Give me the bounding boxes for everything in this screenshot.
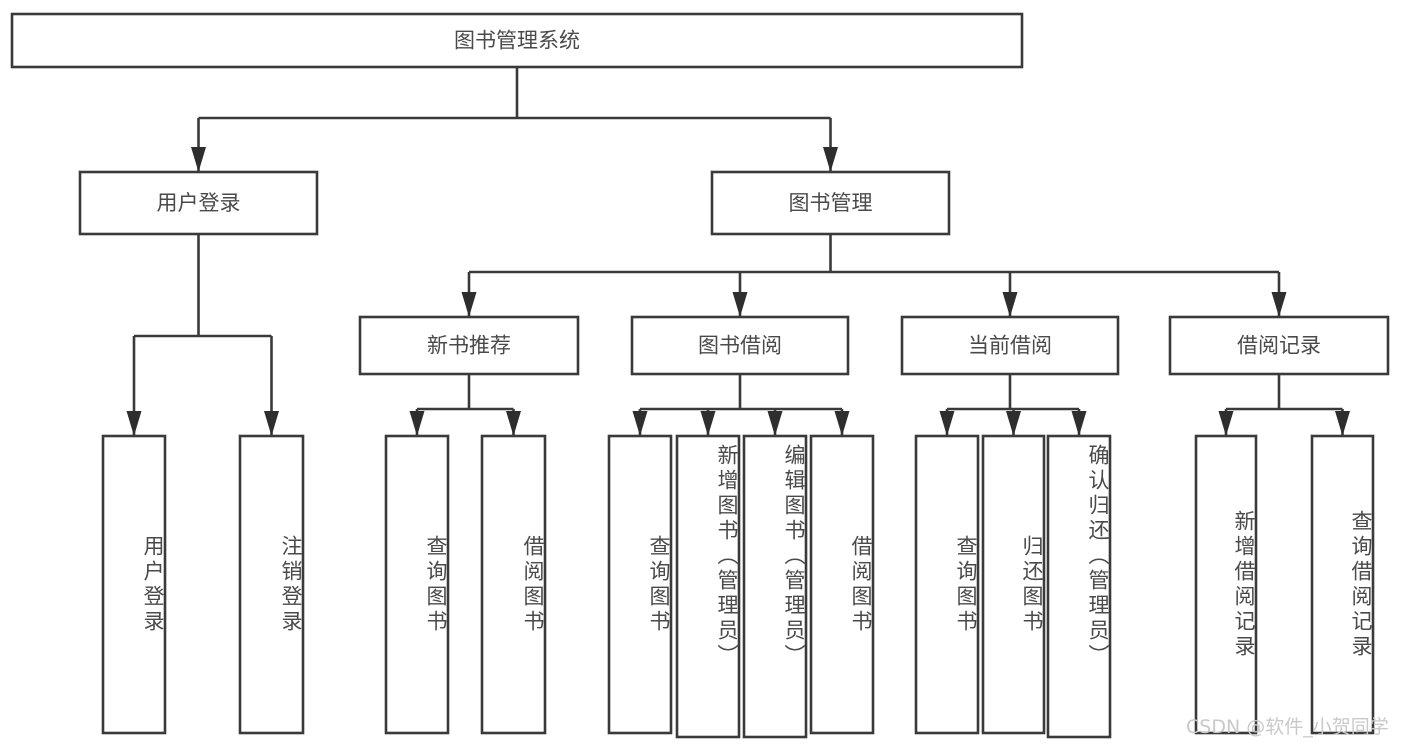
node-借阅记录-l2-1-3-label: 借阅记录 — [1237, 334, 1321, 358]
node-新书推荐-l2-1-0-label: 新书推荐 — [427, 334, 511, 358]
node-图书管理-l1-1-label: 图书管理 — [789, 191, 873, 215]
arrow-head-icon — [1335, 411, 1350, 436]
watermark-text: CSDN @软件_小贺同学 — [1186, 716, 1389, 738]
arrow-head-icon — [126, 411, 142, 436]
arrow-head-icon — [461, 292, 477, 317]
node-查询图书-leaf-1-2-0[interactable] — [914, 434, 980, 735]
arrow-head-icon — [506, 411, 521, 436]
arrow-head-icon — [632, 411, 648, 436]
node-确认归还管理员-leaf-1-2-2[interactable] — [1046, 434, 1112, 739]
arrow-head-icon — [939, 411, 955, 436]
arrow-head-icon — [1218, 411, 1234, 436]
node-归还图书-leaf-1-2-1[interactable] — [981, 434, 1046, 735]
arrow-head-icon — [732, 292, 748, 317]
node-借阅图书-leaf-1-1-3[interactable] — [809, 434, 875, 735]
node-box-layer — [10, 12, 1390, 739]
arrow-head-icon — [1006, 411, 1021, 436]
node-当前借阅-l2-1-2[interactable] — [900, 315, 1120, 376]
node-新增借阅记录-leaf-1-3-0[interactable] — [1194, 434, 1258, 735]
node-新增图书管理员-leaf-1-1-1[interactable] — [675, 434, 741, 739]
node-root-system-label: 图书管理系统 — [454, 29, 580, 53]
node-新书推荐-l2-1-0[interactable] — [358, 315, 580, 376]
node-图书借阅-l2-1-1[interactable] — [630, 315, 850, 376]
node-用户登录-l1-0[interactable] — [78, 170, 319, 236]
node-编辑图书管理员-leaf-1-1-2[interactable] — [742, 434, 808, 739]
node-注销登录-leaf-0-1[interactable] — [238, 434, 305, 735]
node-root-system[interactable] — [10, 12, 1024, 69]
node-查询图书-leaf-1-0-0[interactable] — [384, 434, 450, 735]
arrow-head-icon — [1071, 411, 1087, 436]
arrow-head-icon — [409, 411, 425, 436]
node-当前借阅-l2-1-2-label: 当前借阅 — [968, 334, 1052, 358]
arrow-head-icon — [1271, 292, 1287, 317]
arrow-head-icon — [1002, 292, 1018, 317]
arrow-head-icon — [823, 147, 838, 172]
arrow-head-icon — [834, 411, 850, 436]
node-查询图书-leaf-1-1-0[interactable] — [607, 434, 673, 735]
node-用户登录-l1-0-label: 用户登录 — [157, 191, 241, 215]
arrow-head-icon — [264, 411, 279, 436]
arrow-head-icon — [700, 411, 716, 436]
node-借阅图书-leaf-1-0-1[interactable] — [480, 434, 547, 735]
arrow-head-icon — [767, 411, 783, 436]
node-图书借阅-l2-1-1-label: 图书借阅 — [698, 334, 782, 358]
node-查询借阅记录-leaf-1-3-1[interactable] — [1310, 434, 1375, 735]
arrow-head-icon — [191, 147, 206, 172]
node-借阅记录-l2-1-3[interactable] — [1168, 315, 1390, 376]
node-图书管理-l1-1[interactable] — [710, 170, 951, 236]
node-用户登录-leaf-0-0[interactable] — [101, 434, 167, 735]
connector-layer — [126, 67, 1350, 436]
